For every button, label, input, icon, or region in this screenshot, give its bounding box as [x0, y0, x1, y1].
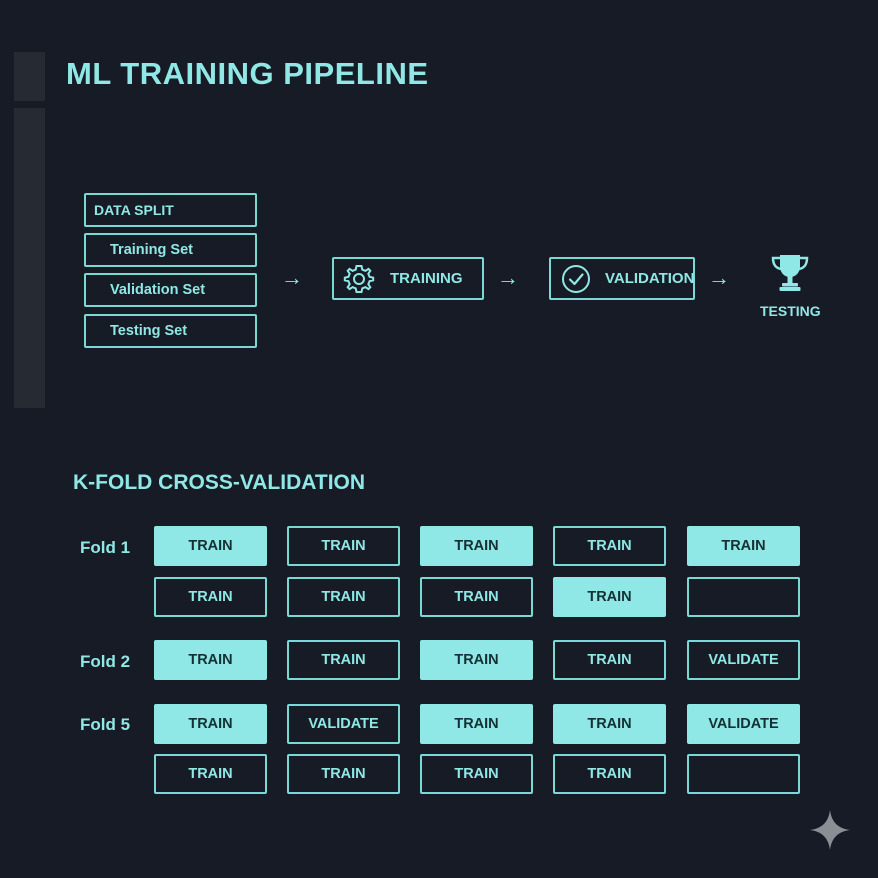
fold-cell: TRAIN	[154, 754, 267, 794]
fold-cell: TRAIN	[420, 754, 533, 794]
side-tab-top	[14, 52, 45, 101]
fold-cell: TRAIN	[553, 526, 666, 566]
training-stage-label: TRAINING	[390, 270, 463, 287]
testing-label: TESTING	[760, 303, 821, 319]
flow-arrow-1: →	[281, 265, 303, 290]
fold-cell: TRAIN	[420, 577, 533, 617]
fold-cell: VALIDATE	[687, 640, 800, 680]
kfold-title: K-FOLD CROSS-VALIDATION	[73, 471, 366, 494]
fold-2-label: Fold 2	[80, 652, 131, 671]
fold-cell: TRAIN	[287, 754, 400, 794]
fold-cell: TRAIN	[154, 577, 267, 617]
fold-cell: TRAIN	[287, 577, 400, 617]
fold-cell	[687, 754, 800, 794]
fold-cell: VALIDATE	[687, 704, 800, 744]
fold-1-label: Fold 1	[80, 538, 131, 557]
fold-cell: TRAIN	[420, 640, 533, 680]
validation-stage: VALIDATION	[549, 257, 695, 300]
fold-5-label: Fold 5	[80, 715, 131, 734]
sparkle-icon	[808, 808, 852, 852]
data-split-item-testing: Testing Set	[84, 314, 257, 348]
side-tab-bottom	[14, 108, 45, 408]
fold-cell: TRAIN	[420, 704, 533, 744]
fold-cell: TRAIN	[154, 704, 267, 744]
fold-cell: TRAIN	[154, 640, 267, 680]
fold-cell: TRAIN	[553, 704, 666, 744]
data-split-item-validation: Validation Set	[84, 273, 257, 307]
trophy-icon	[767, 250, 813, 296]
data-split-item-training: Training Set	[84, 233, 257, 267]
fold-cell: VALIDATE	[287, 704, 400, 744]
fold-cell: TRAIN	[553, 577, 666, 617]
fold-cell: TRAIN	[287, 526, 400, 566]
fold-cell: TRAIN	[553, 754, 666, 794]
validation-stage-label: VALIDATION	[605, 270, 695, 287]
page-title: ML TRAINING PIPELINE	[66, 56, 429, 91]
training-stage: TRAINING	[332, 257, 484, 300]
flow-arrow-3: →	[708, 265, 730, 290]
check-circle-icon	[559, 262, 593, 296]
gear-icon	[342, 262, 376, 296]
fold-cell	[687, 577, 800, 617]
flow-arrow-2: →	[497, 265, 519, 290]
fold-cell: TRAIN	[154, 526, 267, 566]
fold-cell: TRAIN	[687, 526, 800, 566]
fold-cell: TRAIN	[287, 640, 400, 680]
fold-cell: TRAIN	[420, 526, 533, 566]
data-split-heading: DATA SPLIT	[84, 193, 257, 227]
fold-cell: TRAIN	[553, 640, 666, 680]
